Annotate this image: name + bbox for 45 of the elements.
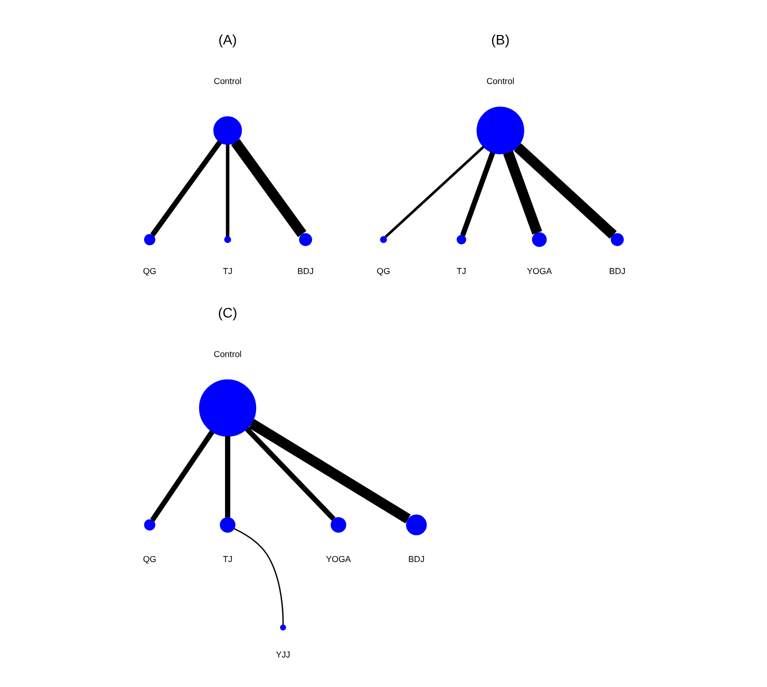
- label: (A): [218, 32, 237, 48]
- label: (C): [218, 304, 238, 320]
- connector: [225, 436, 230, 518]
- node-label: TJ: [222, 266, 232, 276]
- node-circle: [299, 233, 312, 246]
- node-circle: [224, 236, 232, 244]
- connector: [460, 152, 496, 236]
- node-circle: [280, 624, 286, 631]
- node-label: QG: [376, 266, 390, 276]
- node-label: BDJ: [297, 266, 314, 276]
- node-label: Control: [214, 348, 242, 359]
- node-circle: [610, 233, 624, 246]
- node-label: Control: [214, 76, 242, 86]
- node-circle: [476, 106, 524, 154]
- node-circle: [532, 232, 547, 247]
- node-label: BDJ: [609, 266, 626, 276]
- node-circle: [456, 234, 466, 244]
- connector: [231, 138, 306, 238]
- connector: [150, 430, 214, 522]
- node-label: TJ: [222, 554, 232, 564]
- connector: [514, 143, 617, 239]
- node-label: BDJ: [408, 554, 425, 564]
- node-circle: [199, 379, 256, 437]
- connector: [234, 528, 284, 625]
- node-circle: [330, 517, 346, 533]
- node-label: YOGA: [326, 554, 351, 564]
- node-circle: [380, 236, 387, 244]
- connector: [245, 427, 336, 521]
- connector: [384, 146, 484, 238]
- node-label: YJJ: [276, 649, 290, 660]
- node-circle: [144, 519, 156, 531]
- node-label: QG: [142, 554, 156, 564]
- label: (B): [491, 32, 510, 48]
- node-circle: [144, 234, 156, 246]
- node-label: Control: [486, 76, 514, 86]
- node-label: YOGA: [526, 266, 552, 276]
- node-label: TJ: [456, 266, 466, 276]
- connector: [248, 419, 411, 524]
- node-circle: [213, 116, 242, 145]
- node-circle: [220, 517, 236, 533]
- node-circle: [406, 514, 427, 536]
- connector: [226, 144, 230, 236]
- connector: [150, 140, 222, 236]
- connector: [503, 150, 542, 235]
- node-label: QG: [142, 266, 156, 276]
